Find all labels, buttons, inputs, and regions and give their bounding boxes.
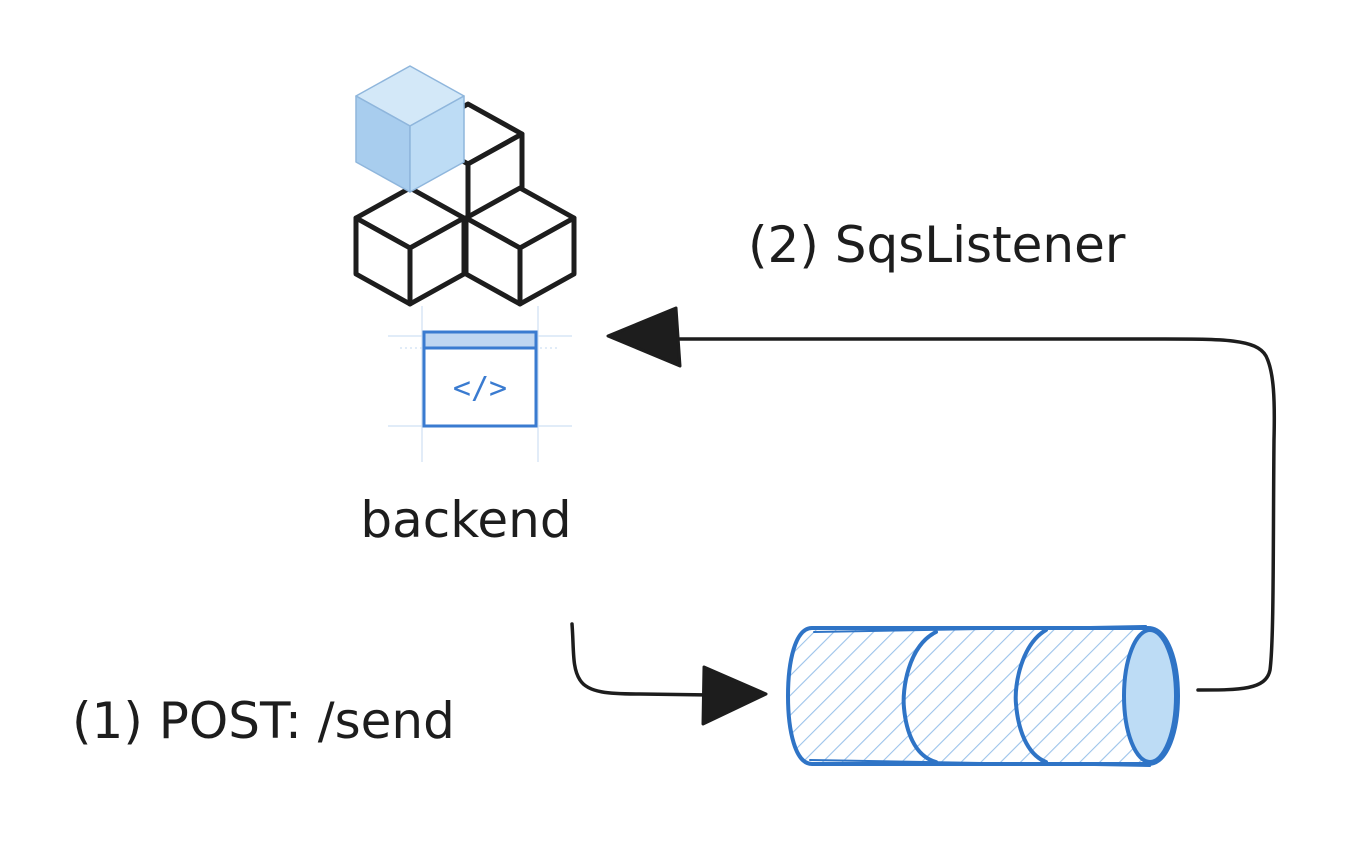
arrowhead-right-icon [701, 665, 768, 726]
edge-label-sqs-listener: (2) SqsListener [748, 216, 1126, 274]
queue-end-cap [1122, 628, 1178, 764]
sqs-queue-icon [786, 625, 1180, 767]
code-window-icon: </> [388, 306, 572, 462]
queue-ring-2 [1013, 628, 1048, 764]
cube-bottom-right [463, 185, 577, 307]
arrow-post-send [570, 622, 768, 726]
backend-label: backend [360, 491, 571, 549]
cube-highlighted [355, 65, 465, 193]
code-glyph: </> [453, 371, 507, 406]
arrowhead-left-icon [606, 306, 682, 368]
edge-label-post-send: (1) POST: /send [72, 692, 455, 750]
queue-ring-1 [901, 630, 938, 764]
arrow-sqs-listener [606, 306, 1277, 692]
cube-bottom-left [353, 185, 467, 307]
